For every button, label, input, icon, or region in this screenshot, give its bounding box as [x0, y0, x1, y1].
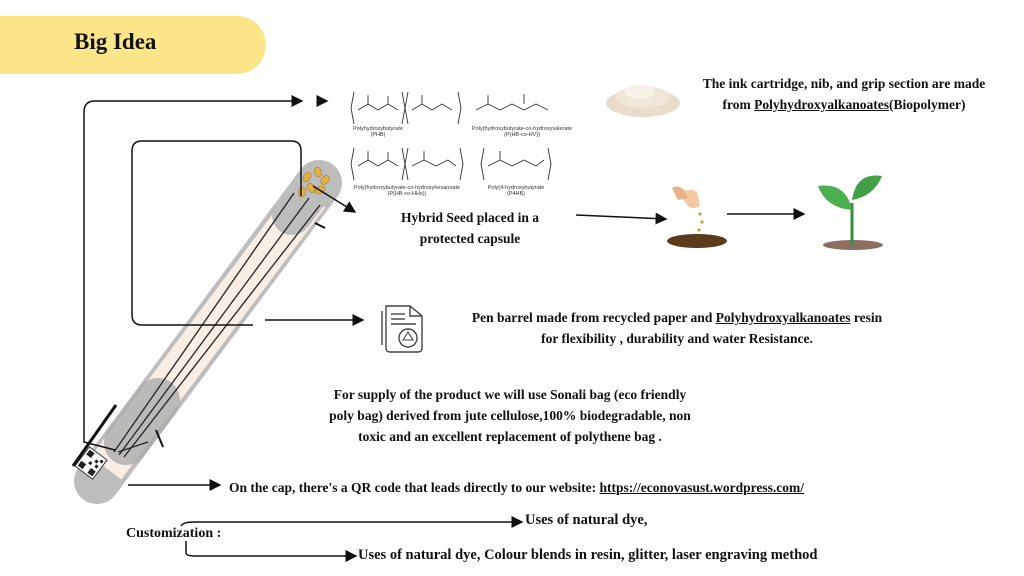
seed-note-line1: Hybrid Seed placed in a: [400, 210, 540, 225]
ink-note-link: Polyhydroxyalkanoates: [754, 97, 889, 112]
pen-grip: [104, 378, 180, 465]
polymer-structures: Polyhydroxybutyrate (PHB) Poly(hydroxybu…: [348, 88, 578, 210]
supply-note-line3: toxic and an excellent replacement of po…: [358, 429, 662, 444]
sprout-icon: [818, 175, 883, 250]
supply-note: For supply of the product we will use So…: [300, 384, 720, 447]
arrow-custom-1: [180, 516, 524, 528]
ink-note-line1: The ink cartridge, nib, and grip section…: [702, 76, 986, 91]
customization-label: Customization :: [126, 526, 222, 541]
customization-option-2: Uses of natural dye, Colour blends in re…: [358, 547, 818, 563]
barrel-note-link: Polyhydroxyalkanoates: [715, 310, 851, 325]
biopolymer-pellets-icon: [606, 85, 680, 117]
polymer-label-phb: Polyhydroxybutyrate (PHB): [353, 126, 403, 138]
title-banner: [0, 16, 266, 74]
ink-note: The ink cartridge, nib, and grip section…: [674, 73, 1014, 115]
recycled-paper-icon: [381, 305, 423, 353]
arrow-seed-to-soil: [575, 212, 668, 225]
barrel-note: Pen barrel made from recycled paper and …: [432, 307, 922, 349]
supply-note-line1: For supply of the product we will use So…: [333, 387, 687, 402]
cap-clip: [71, 404, 118, 467]
website-link[interactable]: https://econovasust.wordpress.com/: [599, 480, 804, 495]
customization-option-1: Uses of natural dye,: [525, 512, 648, 528]
planting-hand-icon: [667, 186, 727, 248]
polymer-label-p4hb: Poly(4-hydroxybutyrate (P4HB): [487, 185, 545, 197]
arrow-to-ink: [83, 95, 304, 451]
pen-illustration: [71, 160, 342, 504]
arrow-custom-2: [185, 541, 358, 562]
barrel-note-line1: Pen barrel made from recycled paper and …: [471, 310, 883, 325]
ink-note-line2: from Polyhydroxyalkanoates(Biopolymer): [722, 97, 966, 112]
polymer-label-phbv: Poly(hydroxybutyrate-co-hydroxyvalerate …: [472, 126, 572, 138]
barrel-note-line2: for flexibility , durability and water R…: [541, 331, 813, 346]
polymer-label-phbhhx: Poly(hydroxybutyrate-co-hydroxyhexanoate…: [353, 185, 461, 197]
polymer-bonds-drawing: [350, 91, 552, 181]
qr-note: On the cap, there's a QR code that leads…: [229, 480, 804, 495]
seed-note: Hybrid Seed placed in a protected capsul…: [370, 207, 570, 249]
page-title: Big Idea: [74, 29, 157, 54]
supply-note-line2: poly bag) derived from jute cellulose,10…: [329, 408, 691, 423]
qr-code-icon: [74, 446, 108, 480]
arrow-to-seed: [312, 185, 357, 213]
seed-note-line2: protected capsule: [419, 231, 521, 246]
